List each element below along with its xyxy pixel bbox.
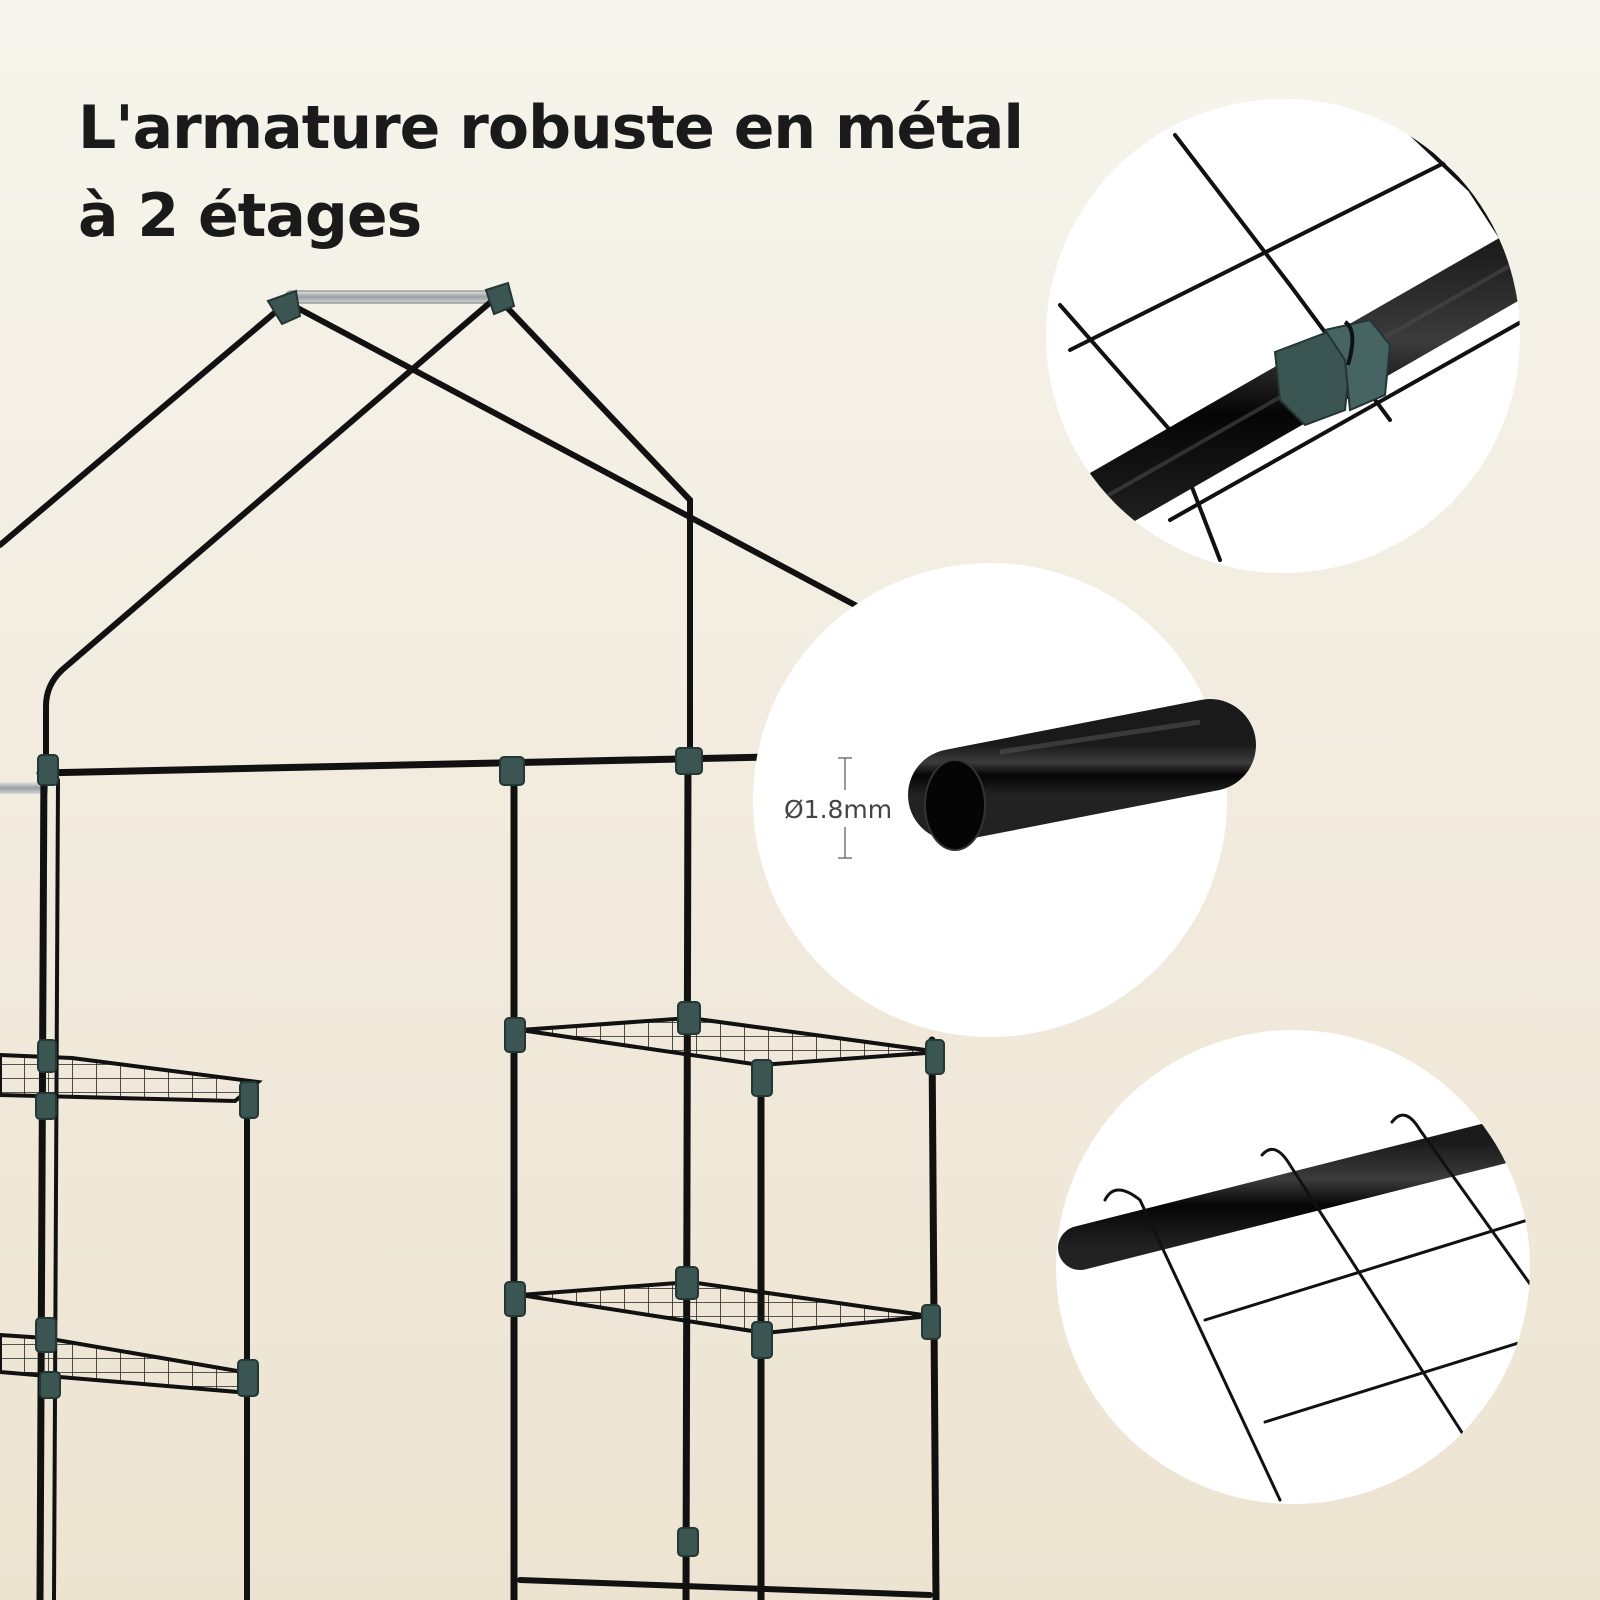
headline: L'armature robuste en métal à 2 étages [78,84,1078,260]
left-bar-silver [0,782,48,794]
tube-diameter-label: Ø1.8mm [784,795,892,824]
bottom-beam [517,1577,933,1598]
front-roof-tube-left [43,297,496,763]
headline-line-1: L'armature robuste en métal [78,93,1024,163]
dimension-marker [838,757,852,859]
front-roof-tube-right [497,297,693,763]
post-left-back [52,778,60,1600]
tube-diameter-detail: Ø1.8mm [753,563,1256,1037]
rear-roof-tube-left [0,301,288,548]
rear-roof-tube-right [287,301,871,615]
clip-icon [1273,318,1392,427]
front-top-beam [36,753,774,777]
wire-shelves [0,1015,941,1395]
post-left-front [36,756,48,1600]
ridge-bar [284,290,496,304]
wire-shelf-hook-detail [1056,1030,1530,1504]
post-mid-right [682,751,692,1600]
headline-line-2: à 2 étages [78,181,422,251]
clip-connector-detail [1046,99,1520,573]
frame-connectors [35,281,945,1557]
